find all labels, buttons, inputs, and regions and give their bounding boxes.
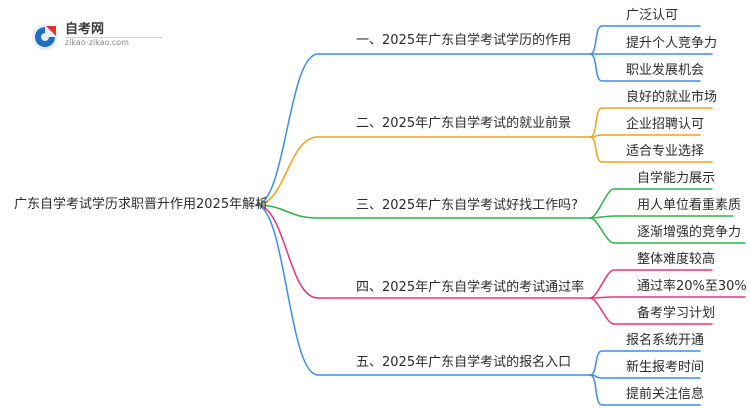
leaf-4-3-connector [589,297,713,325]
leaf-3-1[interactable]: 自学能力展示 [637,171,716,186]
branch-5[interactable]: 五、2025年广东自学考试的报名入口 [356,355,572,370]
branch-4-curve [255,204,319,299]
branch-2[interactable]: 二、2025年广东自学考试的就业前景 [356,116,572,131]
branch-5-curve [255,204,319,376]
branch-1-curve [255,53,319,206]
leaf-1-1-connector [589,25,701,55]
leaf-3-3-connector [589,217,746,244]
branch-3-curve [255,204,319,219]
site-logo[interactable]: 自考网 zikao-zikao.com [30,22,163,52]
branch-2-curve [255,136,319,206]
leaf-1-1[interactable]: 广泛认可 [626,8,679,23]
leaf-5-1-connector [589,350,701,376]
leaf-5-3[interactable]: 提前关注信息 [626,387,705,402]
leaf-5-3-connector [589,374,701,406]
leaf-2-3[interactable]: 适合专业选择 [626,144,705,159]
leaf-4-1-connector [589,269,713,299]
leaf-4-1[interactable]: 整体难度较高 [637,252,716,267]
leaf-5-2[interactable]: 新生报考时间 [626,360,705,375]
leaf-1-3-connector [589,53,701,82]
leaf-2-2-connector [589,134,701,138]
leaf-3-2[interactable]: 用人单位看重素质 [637,198,742,213]
leaf-4-2-connector [589,296,746,299]
leaf-1-2[interactable]: 提升个人竞争力 [626,36,718,51]
leaf-2-2[interactable]: 企业招聘认可 [626,117,705,132]
logo-site: zikao-zikao.com [65,38,129,47]
leaf-4-2[interactable]: 通过率20%至30% [637,279,747,294]
leaf-3-1-connector [589,188,713,219]
leaf-2-3-connector [589,136,713,163]
leaf-3-3[interactable]: 逐渐增强的竞争力 [637,225,742,240]
leaf-5-1[interactable]: 报名系统开通 [626,333,705,348]
branch-1[interactable]: 一、2025年广东自学考试学历的作用 [356,33,572,48]
logo-name: 自考网 [65,22,105,37]
branch-3[interactable]: 三、2025年广东自学考试好找工作吗? [356,198,578,213]
branch-4[interactable]: 四、2025年广东自学考试的考试通过率 [356,280,585,295]
leaf-4-3[interactable]: 备考学习计划 [637,306,716,321]
logo-emblem-icon [32,24,58,50]
logo-divider [65,37,163,38]
leaf-1-3[interactable]: 职业发展机会 [626,63,705,78]
root-node[interactable]: 广东自学考试学历求职晋升作用2025年解析 [14,197,269,212]
leaf-2-1-connector [589,107,713,138]
leaf-2-1[interactable]: 良好的就业市场 [626,90,718,105]
leaf-3-2-connector [589,215,734,219]
